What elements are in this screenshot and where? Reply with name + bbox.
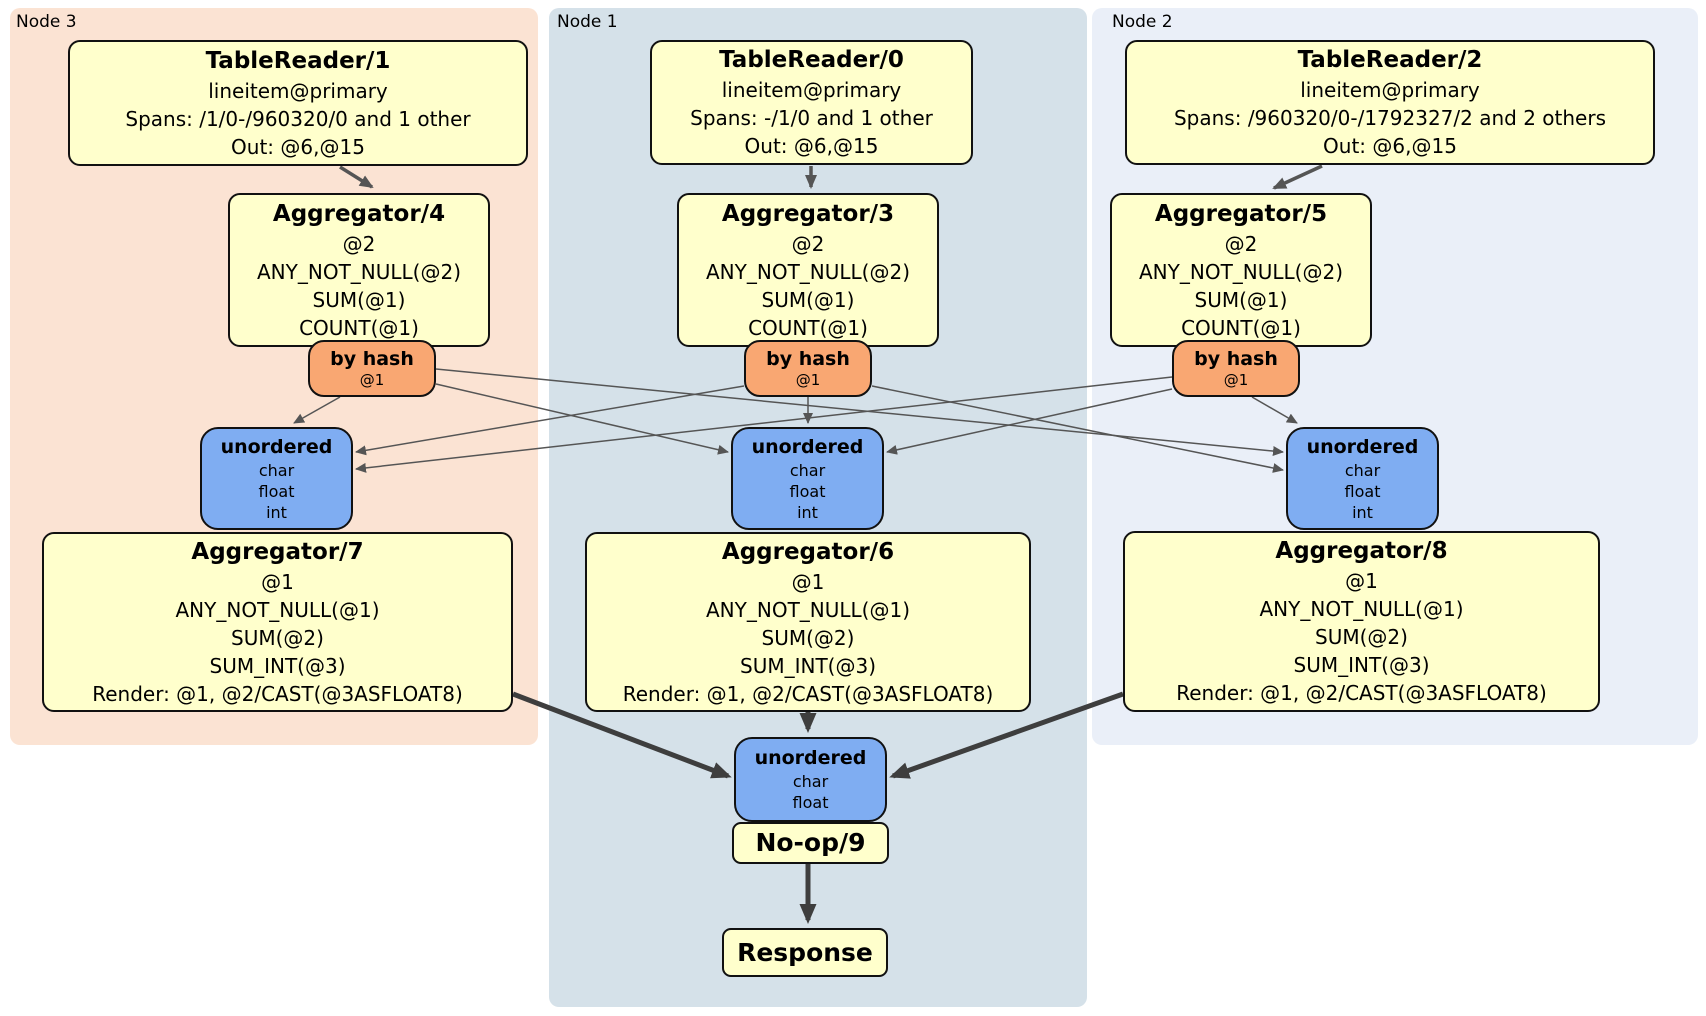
box-line: ANY_NOT_NULL(@1) <box>1259 597 1464 621</box>
hash-router-node1: by hash @1 <box>744 340 872 397</box>
box-title: Aggregator/3 <box>721 200 895 227</box>
sync-column: char <box>789 460 826 480</box>
box-line: Render: @1, @2/CAST(@3ASFLOAT8) <box>92 681 463 706</box>
box-title: TableReader/0 <box>719 47 904 73</box>
box-line: @2 <box>791 231 825 256</box>
box-line: Spans: /960320/0-/1792327/2 and 2 others <box>1173 106 1606 130</box>
box-line: lineitem@primary <box>1300 78 1480 102</box>
box-line: SUM(@2) <box>761 625 855 650</box>
box-title: Aggregator/6 <box>721 538 895 565</box>
sync-title: unordered <box>754 747 867 769</box>
box-title: Response <box>737 937 873 967</box>
box-line: SUM(@1) <box>1194 287 1288 312</box>
router-title: by hash <box>766 347 850 370</box>
box-title: Aggregator/4 <box>272 200 446 227</box>
node3-label: Node 3 <box>16 12 77 32</box>
box-line: SUM_INT(@3) <box>1293 653 1430 677</box>
sync-title: unordered <box>1306 435 1419 458</box>
sync-column: int <box>266 502 287 522</box>
sync-column: char <box>792 772 829 791</box>
table-reader-0-box: TableReader/0 lineitem@primary Spans: -/… <box>650 40 973 165</box>
router-key: @1 <box>1223 370 1249 389</box>
sync-column: float <box>1344 481 1381 501</box>
sync-title: unordered <box>751 435 864 458</box>
box-line: ANY_NOT_NULL(@2) <box>257 259 461 284</box>
node2-label: Node 2 <box>1112 12 1173 32</box>
sync-column: float <box>789 481 826 501</box>
noop-9-box: No-op/9 <box>732 822 889 864</box>
box-line: Out: @6,@15 <box>744 134 879 158</box>
box-line: @2 <box>1224 231 1258 256</box>
box-line: SUM_INT(@3) <box>740 653 876 678</box>
response-box: Response <box>722 928 888 977</box>
aggregator-8-box: Aggregator/8 @1 ANY_NOT_NULL(@1) SUM(@2)… <box>1123 531 1600 712</box>
aggregator-6-box: Aggregator/6 @1 ANY_NOT_NULL(@1) SUM(@2)… <box>585 532 1031 712</box>
router-key: @1 <box>795 370 821 389</box>
aggregator-4-box: Aggregator/4 @2 ANY_NOT_NULL(@2) SUM(@1)… <box>228 193 490 347</box>
unordered-sync-node3: unordered char float int <box>200 427 353 530</box>
node1-label: Node 1 <box>557 12 618 32</box>
box-title: Aggregator/7 <box>191 538 364 565</box>
box-line: @1 <box>1345 569 1378 593</box>
table-reader-2-box: TableReader/2 lineitem@primary Spans: /9… <box>1125 40 1655 165</box>
box-line: SUM_INT(@3) <box>209 653 346 678</box>
box-line: ANY_NOT_NULL(@2) <box>1139 259 1343 284</box>
router-title: by hash <box>1194 347 1278 370</box>
tablereader-to-aggregator-arrows <box>339 164 1323 190</box>
sync-column: float <box>258 481 295 501</box>
box-title: TableReader/2 <box>1297 47 1483 73</box>
box-line: Render: @1, @2/CAST(@3ASFLOAT8) <box>622 681 994 706</box>
unordered-sync-node2: unordered char float int <box>1286 427 1439 530</box>
box-line: COUNT(@1) <box>748 315 868 340</box>
box-line: ANY_NOT_NULL(@2) <box>706 259 910 284</box>
box-line: @1 <box>791 569 825 594</box>
box-line: SUM(@2) <box>1315 625 1408 649</box>
box-title: No-op/9 <box>755 828 866 857</box>
box-line: @2 <box>342 231 376 256</box>
router-key: @1 <box>359 370 385 389</box>
box-line: COUNT(@1) <box>1181 315 1301 340</box>
table-reader-1-box: TableReader/1 lineitem@primary Spans: /1… <box>68 40 528 166</box>
box-line: Render: @1, @2/CAST(@3ASFLOAT8) <box>1176 681 1547 705</box>
box-line: lineitem@primary <box>208 78 388 103</box>
box-line: SUM(@1) <box>312 287 406 312</box>
sync-column: int <box>1352 502 1373 522</box>
box-title: TableReader/1 <box>205 47 391 74</box>
router-title: by hash <box>330 347 414 370</box>
box-title: Aggregator/5 <box>1154 200 1328 227</box>
aggregator-7-box: Aggregator/7 @1 ANY_NOT_NULL(@1) SUM(@2)… <box>42 532 513 712</box>
box-line: @1 <box>261 569 294 594</box>
aggregator-3-box: Aggregator/3 @2 ANY_NOT_NULL(@2) SUM(@1)… <box>677 193 939 347</box>
sync-column: char <box>1344 460 1381 480</box>
hash-router-node2: by hash @1 <box>1172 340 1300 397</box>
unordered-sync-node1: unordered char float int <box>731 427 884 530</box>
box-line: SUM(@1) <box>761 287 855 312</box>
aggregator-5-box: Aggregator/5 @2 ANY_NOT_NULL(@2) SUM(@1)… <box>1110 193 1372 347</box>
box-line: ANY_NOT_NULL(@1) <box>175 597 380 622</box>
sync-column: char <box>258 460 295 480</box>
hash-router-node3: by hash @1 <box>308 340 436 397</box>
hash-router-to-sync-edges <box>293 368 1298 473</box>
sync-title: unordered <box>220 435 333 458</box>
box-line: Out: @6,@15 <box>1323 134 1457 158</box>
box-line: ANY_NOT_NULL(@1) <box>706 597 910 622</box>
box-title: Aggregator/8 <box>1275 538 1448 564</box>
box-line: Out: @6,@15 <box>231 134 365 159</box>
box-line: Spans: /1/0-/960320/0 and 1 other <box>125 106 471 131</box>
box-line: SUM(@2) <box>231 625 324 650</box>
final-merge-arrows <box>512 691 1124 924</box>
sync-column: int <box>797 502 818 522</box>
unordered-sync-final: unordered char float <box>734 737 887 822</box>
sync-column: float <box>792 793 829 812</box>
box-line: COUNT(@1) <box>299 315 419 340</box>
box-line: Spans: -/1/0 and 1 other <box>690 106 933 130</box>
box-line: lineitem@primary <box>721 78 902 102</box>
